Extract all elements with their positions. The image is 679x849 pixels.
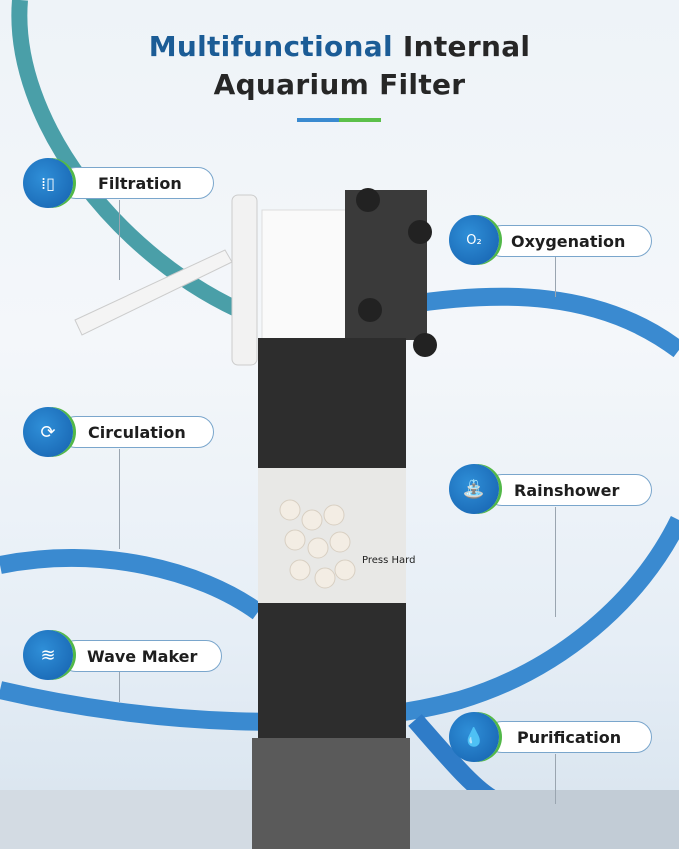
purification-icon: 💧 bbox=[449, 712, 499, 762]
circulation-icon: ⟳ bbox=[23, 407, 73, 457]
page-title: Multifunctional Internal bbox=[0, 30, 679, 63]
leader-line bbox=[119, 449, 120, 549]
leader-line bbox=[119, 672, 120, 702]
wave-icon: ≋ bbox=[23, 630, 73, 680]
leader-line bbox=[555, 507, 556, 617]
title-rule-blue bbox=[297, 118, 339, 122]
feature-label: Filtration bbox=[60, 167, 214, 199]
feature-label: Purification bbox=[486, 721, 652, 753]
leader-line bbox=[555, 754, 556, 804]
filtration-icon: ⁞▯ bbox=[23, 158, 73, 208]
shower-icon: ⛲ bbox=[449, 464, 499, 514]
filter-product bbox=[74, 188, 437, 849]
feature-label: Oxygenation bbox=[486, 225, 652, 257]
title-rest: Internal bbox=[392, 30, 531, 63]
feature-label: Rainshower bbox=[486, 474, 652, 506]
title-accent: Multifunctional bbox=[148, 30, 393, 63]
cartridge-text: Press Hard bbox=[362, 555, 415, 566]
feature-label: Wave Maker bbox=[60, 640, 222, 672]
oxygen-icon: O₂ bbox=[449, 215, 499, 265]
feature-label: Circulation bbox=[60, 416, 214, 448]
leader-line bbox=[119, 200, 120, 280]
leader-line bbox=[555, 257, 556, 297]
title-rule-green bbox=[339, 118, 381, 122]
page-title-line2: Aquarium Filter bbox=[213, 68, 466, 101]
